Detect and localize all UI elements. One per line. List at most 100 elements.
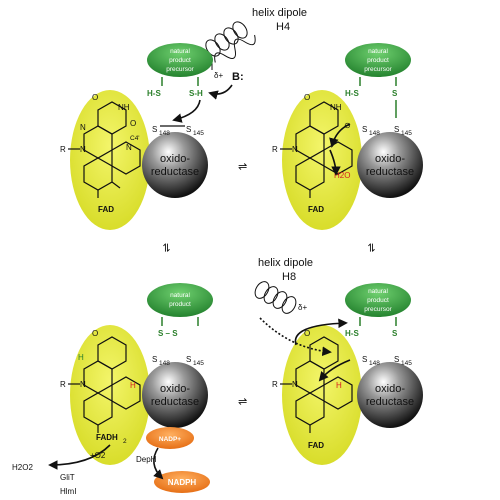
panel-top-right: natural product precursor H-S S O NH N R…	[272, 43, 423, 230]
s148-tl: S	[152, 125, 157, 134]
oxido-label-tr: oxido-	[375, 153, 405, 165]
sub148-tl: 148	[159, 130, 170, 137]
helix-h4-label: H4	[276, 21, 290, 33]
glit-label: GliT	[60, 473, 75, 482]
fad-label-br: FAD	[308, 441, 324, 450]
nadp-plus-blob	[146, 427, 194, 449]
oxido-label-br: oxido-	[375, 383, 405, 395]
sub145-tr: 145	[401, 130, 412, 137]
oxidoreductase-sphere-bl	[142, 362, 208, 428]
thiol-hs-br: H-S	[345, 329, 359, 338]
r-bl: R	[60, 380, 66, 389]
sub145-tl: 145	[193, 130, 204, 137]
equilibrium-top: ⇌	[238, 161, 247, 173]
equilibrium-bottom: ⇌	[238, 396, 247, 408]
s148-br: S	[362, 355, 367, 364]
natural-product-precursor-blob-tr	[345, 43, 411, 77]
n-tr: N	[292, 145, 298, 154]
equilibrium-left: ⇌	[160, 243, 172, 252]
reductase-label-tr: reductase	[366, 166, 414, 178]
h-red-bl: H	[130, 381, 136, 390]
fadh2-sub: 2	[123, 438, 127, 445]
s148-bl: S	[152, 355, 157, 364]
flavin-structure-bl	[83, 336, 141, 433]
sub148-br: 148	[369, 360, 380, 367]
fad-ellipse-tr	[282, 90, 362, 230]
np-bl-1: natural	[170, 292, 190, 299]
helix-coil-h8-icon	[254, 281, 297, 314]
np-text-3: precursor	[166, 66, 194, 73]
nh-tr: NH	[330, 103, 342, 112]
o-br: O	[304, 329, 310, 338]
np-br-2: product	[367, 297, 389, 304]
flavin-structure-br	[295, 336, 353, 433]
natural-product-precursor-blob	[147, 43, 213, 77]
fadh2-ellipse	[70, 325, 150, 465]
n-bl: N	[80, 380, 86, 389]
hlml-label: HlmI	[60, 487, 76, 496]
reductase-label-bl: reductase	[151, 396, 199, 408]
np-br-3: precursor	[364, 306, 392, 313]
n-top-1: N	[80, 123, 86, 132]
np-br-1: natural	[368, 288, 388, 295]
oxido-label-tl: oxido-	[160, 153, 190, 165]
fad-label-top-left: FAD	[98, 205, 114, 214]
flavin-structure	[83, 101, 141, 198]
thiol-s-tr: S	[392, 89, 398, 98]
thiol-s-br: S	[392, 329, 398, 338]
delta-plus-top: δ+	[214, 71, 223, 80]
nh-top-1: NH	[118, 103, 130, 112]
r-br: R	[272, 380, 278, 389]
oxidoreductase-sphere-tr	[357, 132, 423, 198]
c4-label: C4'	[130, 135, 140, 142]
reductase-label-br: reductase	[366, 396, 414, 408]
o-top-1: O	[92, 93, 98, 102]
o-bl: O	[92, 329, 98, 338]
r-top-1: R	[60, 145, 66, 154]
h-green-bl: H	[78, 353, 84, 362]
fadh2-label: FADH	[96, 433, 118, 442]
o2-label: +O2	[90, 451, 106, 460]
n-top-3: N	[126, 143, 132, 152]
fad-ellipse-br	[282, 325, 362, 465]
panel-bottom-left: natural product S – S O H N R H FADH 2 o…	[12, 283, 213, 496]
s145-br: S	[394, 355, 399, 364]
helix-dipole-label-bottom: helix dipole	[258, 257, 313, 269]
disulfide-bl: S – S	[158, 329, 178, 338]
np-tr-3: precursor	[364, 66, 392, 73]
panel-bottom-right: helix dipole H8 δ+ natural product precu…	[254, 257, 423, 465]
n-top-2: N	[80, 145, 86, 154]
r-tr: R	[272, 145, 278, 154]
h2o-label: H2O	[334, 171, 350, 180]
deph-label: DepH	[136, 455, 157, 464]
nadp-plus-label: NADP+	[159, 436, 181, 443]
thiol-hs-left: H-S	[147, 89, 161, 98]
oxido-label-bl: oxido-	[160, 383, 190, 395]
s145-bl: S	[186, 355, 191, 364]
thiol-sh-right: S-H	[189, 89, 203, 98]
oxidoreductase-sphere	[142, 132, 208, 198]
panel-top-left: helix dipole H4 δ+ B: natural product pr…	[60, 7, 307, 230]
sub145-bl: 145	[193, 360, 204, 367]
delta-plus-bottom: δ+	[298, 303, 307, 312]
s145-tl: S	[186, 125, 191, 134]
np-text-2: product	[169, 57, 191, 64]
oxidoreductase-sphere-br	[357, 362, 423, 428]
fad-ellipse	[70, 90, 150, 230]
h2o2-label: H2O2	[12, 463, 33, 472]
sub148-tr: 148	[369, 130, 380, 137]
o-tr-1: O	[304, 93, 310, 102]
helix-dipole-label-top: helix dipole	[252, 7, 307, 19]
np-tr-2: product	[367, 57, 389, 64]
natural-product-precursor-blob-br	[345, 283, 411, 317]
nadph-label: NADPH	[168, 478, 197, 487]
reductase-label-tl: reductase	[151, 166, 199, 178]
np-text-1: natural	[170, 48, 190, 55]
s148-tr: S	[362, 125, 367, 134]
base-label: B:	[232, 71, 244, 83]
nadph-blob	[154, 471, 210, 493]
sub148-bl: 148	[159, 360, 170, 367]
fad-label-tr: FAD	[308, 205, 324, 214]
